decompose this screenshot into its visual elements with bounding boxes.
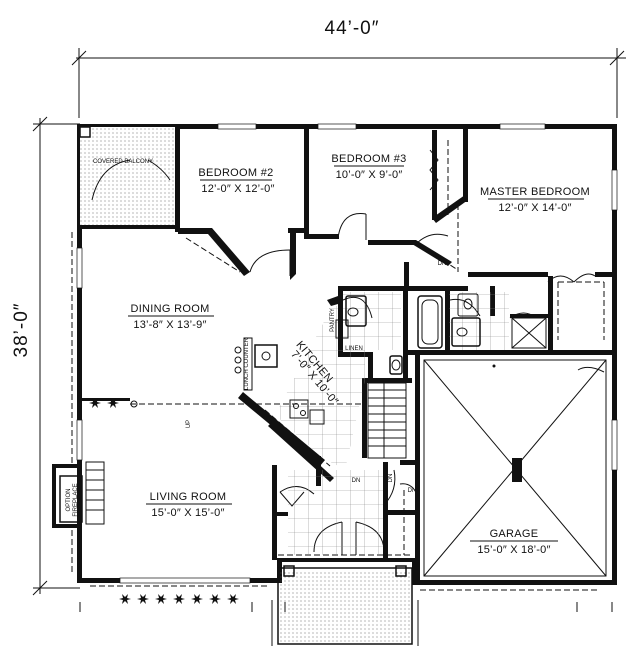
walls — [52, 123, 618, 585]
master-bedroom-name: MASTER BEDROOM — [480, 186, 590, 198]
kitchen-fixtures — [234, 319, 349, 425]
bedroom2-name: BEDROOM #2 — [198, 167, 273, 179]
garage-size: 15’-0″ X 18’-0″ — [477, 544, 550, 556]
shrubs — [89, 398, 239, 604]
covered-balcony — [79, 126, 175, 225]
overall-width-label: 44’-0″ — [325, 18, 380, 39]
overall-depth-label: 38’-0″ — [11, 303, 32, 358]
fireplace — [59, 461, 105, 525]
garage-ceiling-lines — [423, 359, 607, 577]
bedroom3-size: 10’-0″ X 9’-0″ — [336, 169, 403, 181]
covered-balcony-label: COVERED BALCONY — [93, 159, 153, 165]
lunch-counter-label: LUNCH COUNTER — [244, 337, 250, 390]
master-bedroom-size: 12’-0″ X 14’-0″ — [498, 202, 571, 214]
dn-entry-label: DN — [352, 478, 361, 484]
depth-dimension-line — [32, 116, 80, 596]
tile-floor — [275, 292, 509, 555]
living-room-name: LIVING ROOM — [150, 491, 227, 503]
bathroom-fixtures — [345, 293, 547, 375]
option-label: OPTION — [66, 488, 72, 511]
living-room-size: 15’-0″ X 15’-0″ — [151, 507, 224, 519]
pantry-label: PANTRY — [330, 308, 336, 332]
tick-marks — [79, 364, 613, 612]
fireplace-label: FIREPLACE — [73, 483, 79, 516]
width-dimension-line — [71, 48, 626, 118]
dining-room-name: DINING ROOM — [130, 303, 209, 315]
dn-stair-label: DN — [388, 474, 394, 483]
dining-room-size: 13’-8″ X 13’-9″ — [133, 319, 206, 331]
front-porch — [271, 565, 419, 646]
dn-garage-label: DN — [408, 488, 417, 494]
stairs — [367, 382, 407, 459]
bedroom3-name: BEDROOM #3 — [331, 153, 406, 165]
bedroom2-size: 12’-0″ X 12’-0″ — [201, 183, 274, 195]
dn-master-label: DN — [438, 261, 447, 267]
up-label: UP — [186, 420, 192, 428]
garage-name: GARAGE — [490, 528, 539, 540]
linen-label: LINEN — [345, 346, 363, 352]
